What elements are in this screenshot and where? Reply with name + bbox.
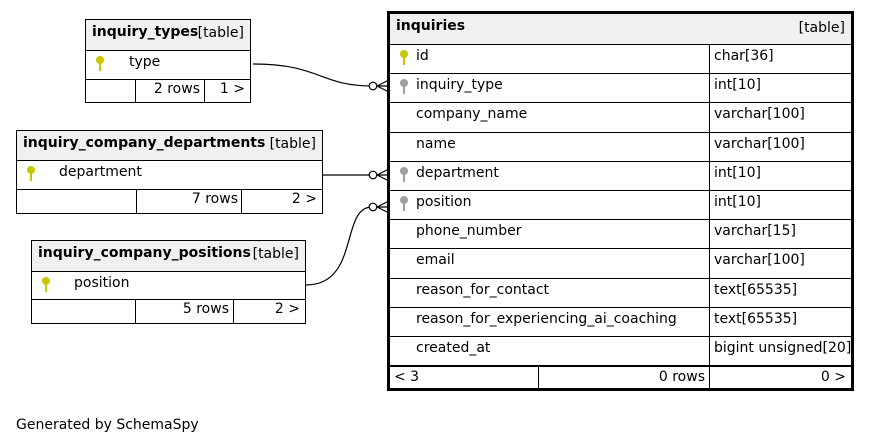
parents-count[interactable]: < 3 <box>394 369 420 385</box>
rel-positions-to-inquiries <box>305 200 390 286</box>
column-name: department <box>416 164 499 181</box>
column-row: inquiry_type int[10] <box>390 73 851 104</box>
table-header: inquiry_types [table] <box>86 20 250 51</box>
column-type: varchar[15] <box>714 223 796 240</box>
table-tag: [table] <box>798 20 845 36</box>
table-header: inquiry_company_positions [table] <box>32 241 305 272</box>
row-count: 0 rows <box>658 369 705 385</box>
table-footer-row: 2 rows 1 > <box>86 79 250 102</box>
foreign-key-icon <box>399 166 409 188</box>
column-type: int[10] <box>714 77 761 94</box>
column-type: varchar[100] <box>714 106 805 123</box>
row-count: 2 rows <box>153 81 200 97</box>
column-name: phone_number <box>416 223 522 240</box>
rel-departments-to-inquiries <box>323 168 390 182</box>
column-row: type <box>86 50 250 80</box>
table-name: inquiry_company_departments <box>23 135 266 151</box>
row-count: 7 rows <box>191 191 238 207</box>
column-type: bigint unsigned[20] <box>714 340 852 356</box>
foreign-key-icon <box>399 78 409 100</box>
table-header: inquiries [table] <box>390 14 851 45</box>
column-row: created_at bigint unsigned[20] <box>390 336 852 367</box>
table-name: inquiry_company_positions <box>38 245 251 261</box>
column-type: int[10] <box>714 164 761 181</box>
column-name: email <box>416 252 455 269</box>
column-name: position <box>416 194 472 210</box>
column-row: position <box>32 271 305 300</box>
table-inquiries[interactable]: inquiries [table] id char[36] inquiry_type… <box>387 11 854 391</box>
primary-key-icon <box>26 165 36 187</box>
children-count[interactable]: 2 > <box>274 301 300 317</box>
column-name: company_name <box>416 106 528 123</box>
table-name: inquiries <box>396 18 466 34</box>
column-type: varchar[100] <box>714 252 805 269</box>
table-header: inquiry_company_departments [table] <box>17 131 322 161</box>
column-name: type <box>129 54 161 70</box>
column-row: position int[10] <box>390 190 851 221</box>
table-inquiry-company-positions[interactable]: inquiry_company_positions [table] positi… <box>31 240 306 324</box>
children-count[interactable]: 0 > <box>820 369 846 385</box>
column-name: created_at <box>416 340 491 356</box>
children-count[interactable]: 2 > <box>291 191 317 207</box>
table-footer-row: 5 rows 2 > <box>32 299 305 323</box>
table-inquiry-types[interactable]: inquiry_types [table] type 2 rows 1 > <box>85 19 251 103</box>
rel-inquiry-types-to-inquiries <box>252 63 390 93</box>
table-name: inquiry_types <box>92 24 199 40</box>
column-type: text[65535] <box>714 281 798 298</box>
column-row: email varchar[100] <box>390 248 851 279</box>
column-type: int[10] <box>714 194 761 210</box>
column-name: name <box>416 135 456 152</box>
column-type: text[65535] <box>714 310 798 327</box>
column-row: department int[10] <box>390 160 851 191</box>
generator-credit: Generated by SchemaSpy <box>16 417 199 433</box>
column-type: char[36] <box>714 48 774 64</box>
foreign-key-icon <box>399 195 409 217</box>
column-name: id <box>416 48 429 64</box>
table-tag: [table] <box>252 246 299 262</box>
table-tag: [table] <box>197 25 244 41</box>
row-count: 5 rows <box>182 301 229 317</box>
column-name: position <box>74 275 130 291</box>
column-row: company_name varchar[100] <box>390 102 851 133</box>
column-row: id char[36] <box>390 44 851 75</box>
column-row: department <box>17 160 322 190</box>
column-name: reason_for_experiencing_ai_coaching <box>416 310 677 327</box>
column-type: varchar[100] <box>714 135 805 152</box>
primary-key-icon <box>95 55 105 77</box>
children-count[interactable]: 1 > <box>219 81 245 97</box>
column-row: reason_for_experiencing_ai_coaching text[… <box>390 306 851 337</box>
primary-key-icon <box>41 276 51 298</box>
table-footer-row: < 3 0 rows 0 > <box>390 366 851 390</box>
column-name: department <box>59 164 142 180</box>
table-footer-row: 7 rows 2 > <box>17 189 322 213</box>
column-name: reason_for_contact <box>416 281 550 298</box>
column-row: name varchar[100] <box>390 131 851 162</box>
column-name: inquiry_type <box>416 77 503 94</box>
column-row: reason_for_contact text[65535] <box>390 277 851 308</box>
column-row: phone_number varchar[15] <box>390 219 851 250</box>
primary-key-icon <box>399 49 409 71</box>
table-tag: [table] <box>269 136 316 152</box>
table-inquiry-company-departments[interactable]: inquiry_company_departments [table] depa… <box>16 130 323 214</box>
